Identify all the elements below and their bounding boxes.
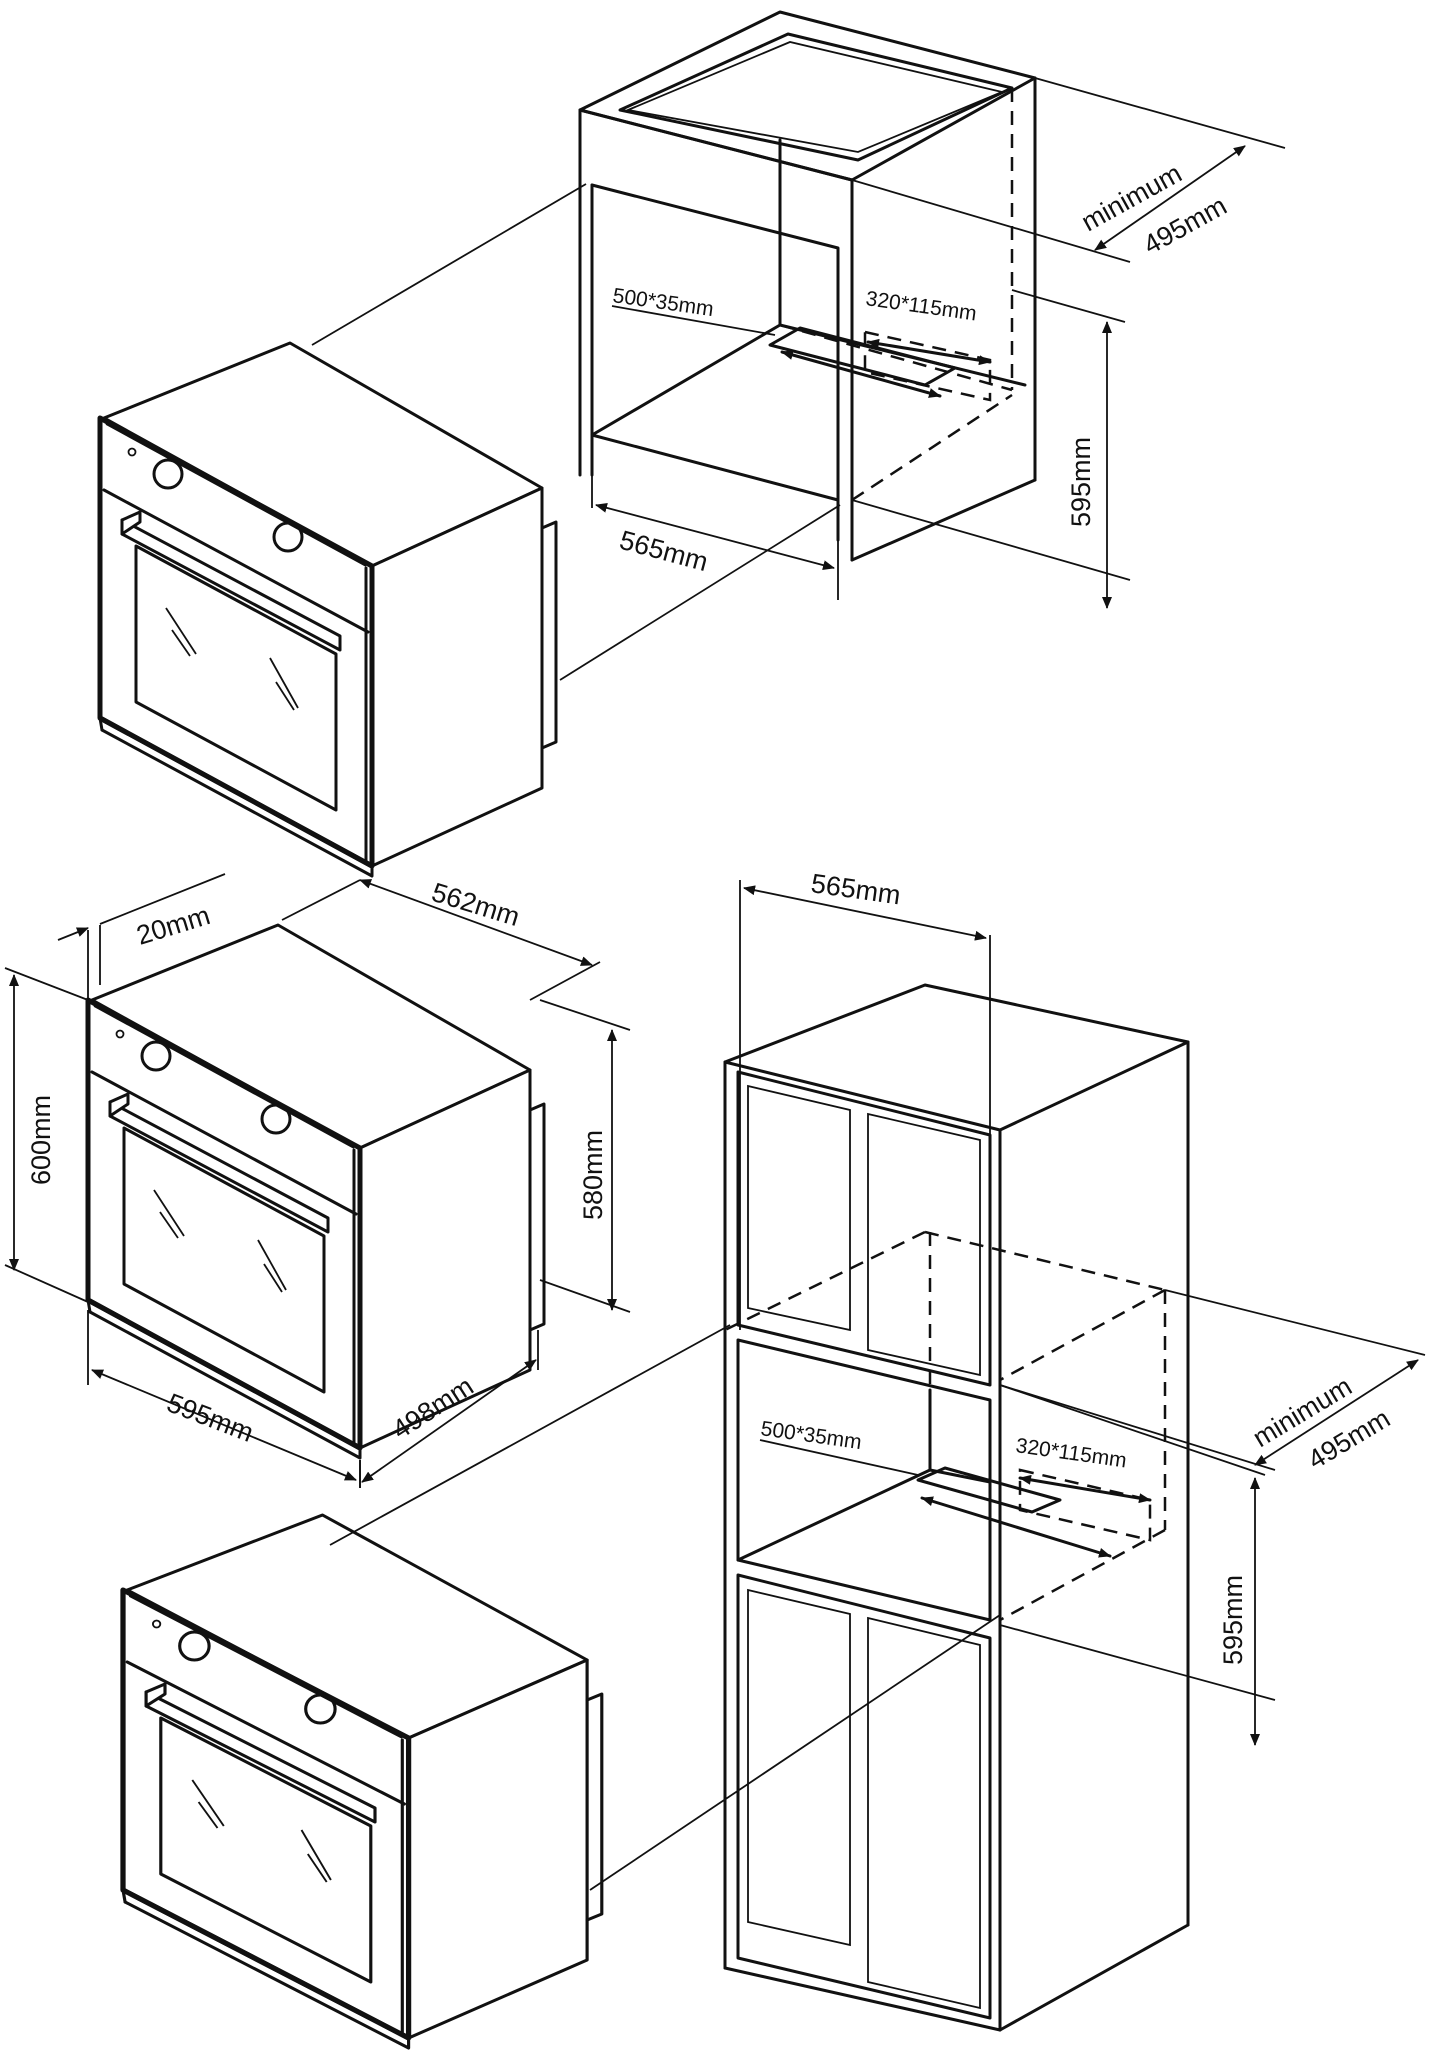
bottom-height-label: 595mm: [1218, 1575, 1248, 1665]
bottom-height-dimension: 595mm: [999, 1384, 1276, 1746]
tall-cabinet: [723, 983, 1190, 2032]
top-height-label: 595mm: [1066, 437, 1096, 527]
middle-oven-assembly: 20mm 562mm 600mm 580mm 595mm: [4, 873, 631, 1488]
top-assembly: minimum 495mm 500*35mm 320*115mm 595mm 5…: [100, 10, 1286, 876]
middle-oven: [88, 925, 544, 1458]
bottom-oven: [123, 1515, 602, 2048]
top-depth-dimension: minimum 495mm: [851, 77, 1286, 263]
middle-body-height-dimension: 580mm: [539, 999, 631, 1313]
middle-depth-label: 562mm: [428, 877, 523, 932]
top-cabinet: [578, 10, 1037, 562]
middle-height-label: 600mm: [26, 1095, 56, 1185]
top-height-dimension: 595mm: [851, 289, 1131, 609]
top-width-label: 565mm: [616, 525, 711, 577]
top-cutout-small-label: 320*115mm: [864, 287, 978, 325]
middle-height-dimension: 600mm: [4, 967, 89, 1303]
middle-body-height-label: 580mm: [578, 1130, 608, 1220]
top-oven: [100, 343, 556, 876]
middle-offset-label: 20mm: [133, 900, 214, 951]
top-width-dimension: 565mm: [591, 475, 839, 600]
bottom-cutout-large-label: 500*35mm: [759, 1417, 863, 1454]
bottom-cutout-small-label: 320*115mm: [1014, 1434, 1128, 1472]
